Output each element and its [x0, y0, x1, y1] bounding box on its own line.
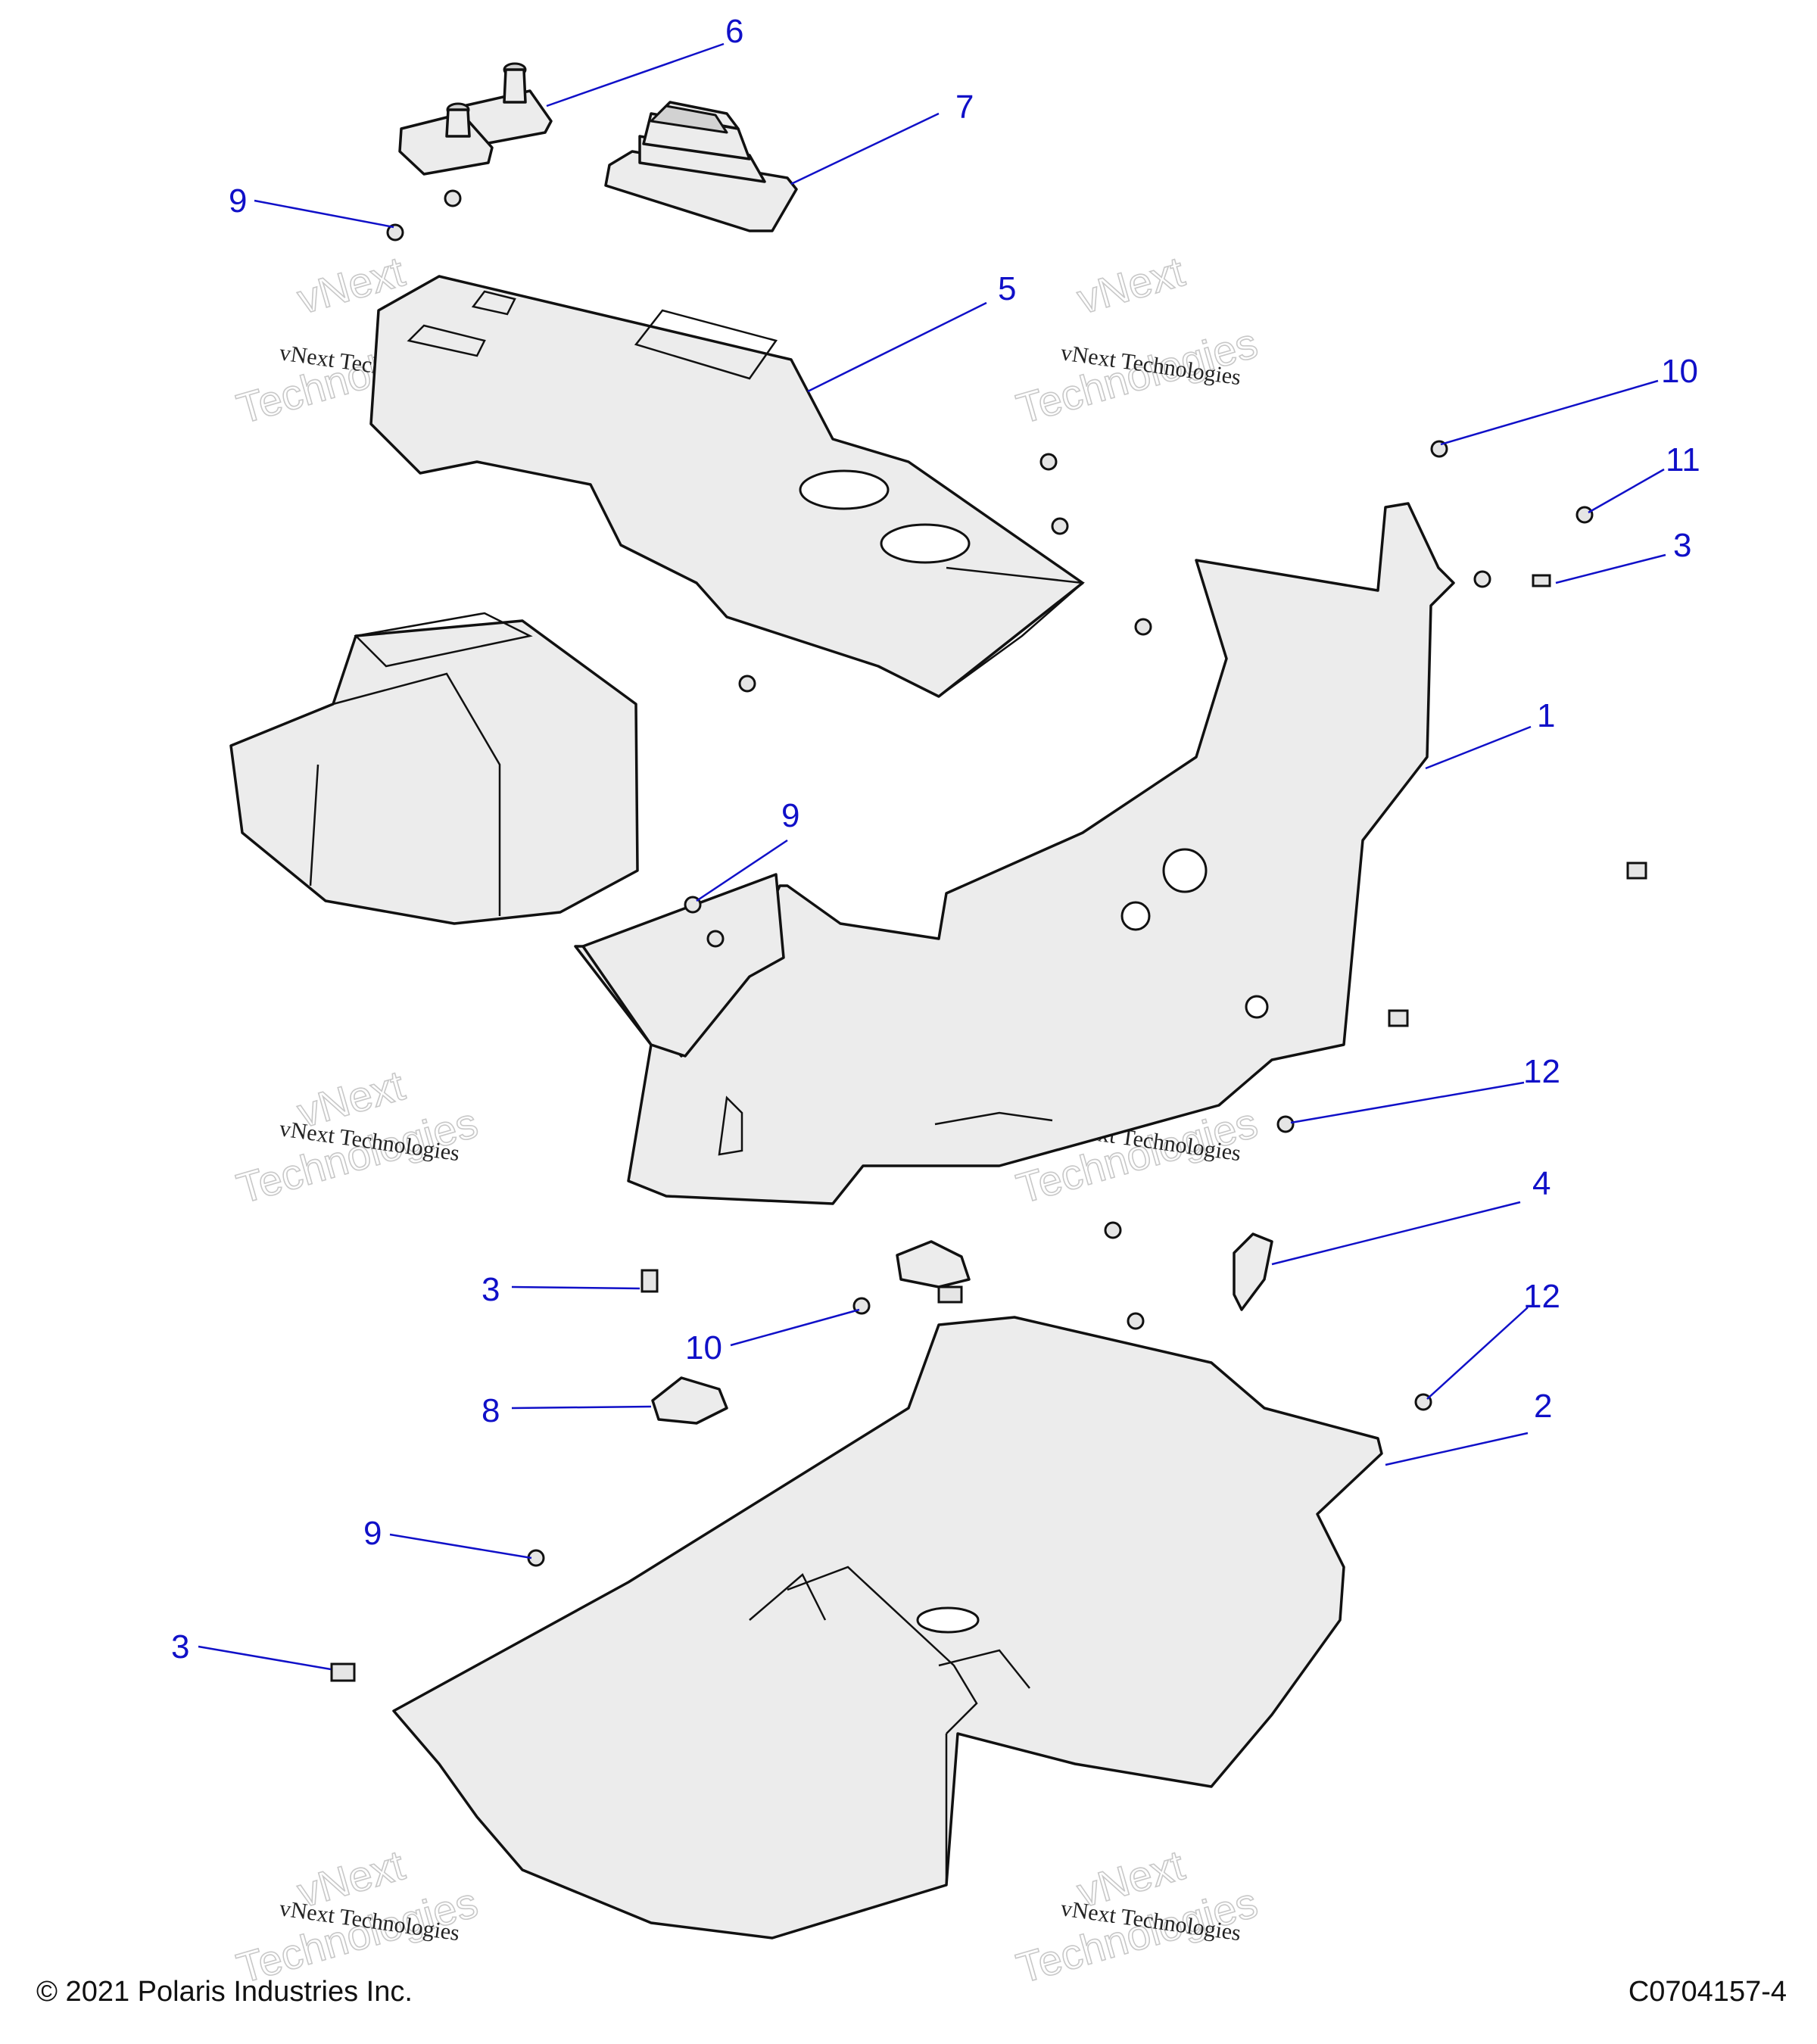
callout-label: 10: [1661, 353, 1698, 390]
fasteners: [330, 189, 1647, 1682]
part-8-bezel: [651, 1240, 971, 1425]
callout-label: 9: [781, 797, 799, 834]
callout-label: 4: [1532, 1165, 1551, 1202]
callout-label: 2: [1534, 1388, 1552, 1425]
part-7-shifter-bezel: [604, 101, 798, 232]
callout-label: 9: [229, 182, 247, 220]
part-2-floor-tub: [392, 1316, 1383, 1940]
storage-bin: [229, 612, 639, 925]
callout-label: 1: [1537, 697, 1555, 734]
callout-label: 9: [363, 1515, 382, 1552]
watermark-bottom-right: vNext Technologies vNext Technologies: [1011, 1840, 1263, 1993]
callout-label: 12: [1523, 1053, 1560, 1090]
watermark-top-right: vNext Technologies vNext Technologies: [1011, 247, 1263, 434]
part-1-floor-panel: [574, 502, 1455, 1205]
svg-text:vNext: vNext: [1072, 247, 1189, 322]
part-5-center-console: [369, 275, 1085, 698]
part-4-boot: [1233, 1232, 1273, 1311]
callout-label: 3: [171, 1628, 189, 1665]
callout-label: 8: [482, 1392, 500, 1429]
copyright-text: © 2021 Polaris Industries Inc.: [36, 1976, 413, 2008]
callout-label: 7: [955, 89, 974, 126]
callout-label: 12: [1523, 1278, 1560, 1315]
callout-leaders: [198, 42, 1666, 1671]
watermark-bottom-left: vNext Technologies vNext Technologies: [231, 1840, 483, 1993]
part-6-shift-boots: [398, 62, 553, 176]
callout-label: 10: [685, 1329, 722, 1366]
callout-label: 3: [482, 1271, 500, 1308]
callout-label: 5: [998, 270, 1016, 307]
drawing-number: C0704157-4: [1628, 1976, 1787, 2008]
callout-label: 6: [725, 13, 743, 50]
callout-labels: 6 7 9 5 10 11 3 1 9 12 4 3 10 12 8 2 9 3: [171, 13, 1700, 1665]
watermark-mid-left: vNext Technologies vNext Technologies: [231, 1061, 483, 1214]
callout-label: 3: [1673, 527, 1691, 564]
callout-label: 11: [1666, 441, 1700, 478]
